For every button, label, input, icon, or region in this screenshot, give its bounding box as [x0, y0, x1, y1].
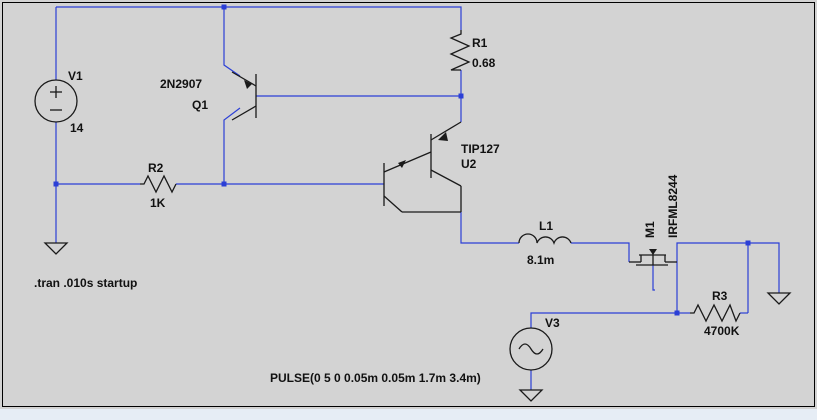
- wire-v3-top[interactable]: [530, 312, 677, 328]
- ground-symbol[interactable]: [43, 242, 69, 255]
- m1-mosfet[interactable]: [629, 249, 677, 266]
- r1-value-label: 0.68: [472, 56, 496, 70]
- u2-name-label: U2: [461, 157, 477, 171]
- v3-value-label: PULSE(0 5 0 0.05m 0.05m 1.7m 3.4m): [270, 371, 481, 385]
- wire-m1-drain-right[interactable]: [676, 242, 780, 293]
- junction-dot: [53, 181, 59, 187]
- wire-q1-emitter[interactable]: [223, 7, 241, 77]
- v1-name-label: V1: [68, 69, 83, 83]
- junction-dot: [221, 181, 227, 187]
- wire-q1-collector[interactable]: [223, 107, 241, 184]
- junction-dot: [674, 310, 680, 316]
- r2-value-label: 1K: [150, 196, 166, 210]
- spice-directive-tran[interactable]: .tran .010s startup: [34, 276, 137, 290]
- m1-model-label: IRFML8244: [666, 174, 680, 238]
- q1-transistor[interactable]: [231, 71, 257, 121]
- junction-dot: [221, 4, 227, 10]
- wire-u2-emitter-to-l1[interactable]: [460, 212, 519, 244]
- r3-resistor[interactable]: [690, 303, 741, 323]
- r2-resistor[interactable]: [140, 174, 177, 194]
- q1-name-label: Q1: [192, 98, 208, 112]
- v1-voltage-source[interactable]: [34, 79, 78, 123]
- ground-symbol[interactable]: [518, 389, 544, 402]
- m1-name-label: M1: [643, 221, 657, 238]
- l1-name-label: L1: [539, 219, 553, 233]
- r1-name-label: R1: [472, 36, 488, 50]
- junctions: [53, 4, 751, 316]
- q1-model-label: 2N2907: [160, 77, 202, 91]
- wire-gate-to-v3[interactable]: [652, 265, 655, 291]
- v3-name-label: V3: [545, 316, 560, 330]
- r3-name-label: R3: [712, 289, 728, 303]
- r2-name-label: R2: [148, 161, 164, 175]
- wires: [55, 6, 780, 390]
- l1-value-label: 8.1m: [527, 253, 554, 267]
- r3-value-label: 4700K: [704, 324, 740, 338]
- canvas-border: [2, 2, 815, 407]
- v1-value-label: 14: [70, 121, 84, 135]
- u2-model-label: TIP127: [461, 142, 500, 156]
- junction-dot: [458, 93, 464, 99]
- status-strip: [0, 409, 817, 420]
- junction-dot: [745, 240, 751, 246]
- r1-resistor[interactable]: [449, 30, 471, 71]
- u2-darlington-transistor[interactable]: [383, 121, 462, 213]
- ground-symbol[interactable]: [766, 292, 792, 305]
- l1-inductor[interactable]: [518, 233, 572, 245]
- v3-pulse-source[interactable]: [509, 327, 553, 371]
- wire-top-rail[interactable]: [56, 6, 462, 30]
- wire-l1-to-m1[interactable]: [571, 242, 630, 262]
